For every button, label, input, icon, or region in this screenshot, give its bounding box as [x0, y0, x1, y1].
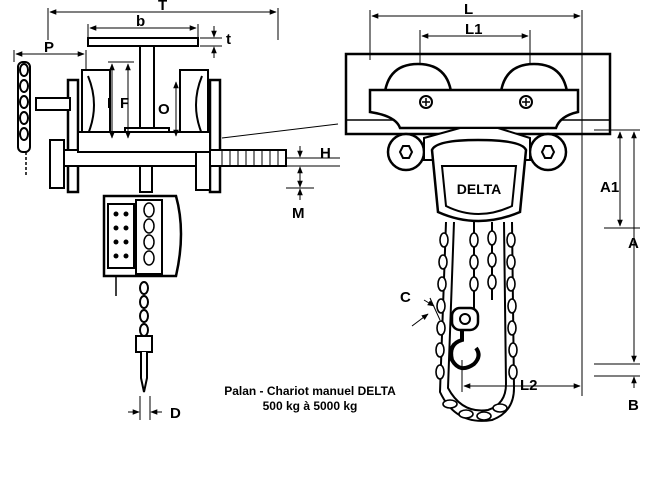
brand-label: DELTA — [457, 181, 502, 197]
dim-label-O: O — [158, 101, 170, 118]
caption-capacity: 500 kg à 5000 kg — [262, 399, 358, 413]
dim-label-L: L — [464, 1, 473, 18]
side-view — [17, 37, 287, 393]
dim-label-A1: A1 — [600, 179, 619, 196]
dim-label-T: T — [158, 0, 167, 14]
dim-label-t: t — [226, 31, 231, 48]
dim-label-I: I — [107, 95, 111, 112]
dim-label-F: F — [120, 95, 129, 112]
dim-label-A: A — [628, 235, 639, 252]
dimension-labels: T b t P I F O H M D L L1 A1 A C L2 B — [44, 0, 639, 422]
dim-label-P: P — [44, 39, 54, 56]
dim-label-L1: L1 — [465, 21, 483, 38]
side-view-dimensions — [13, 8, 340, 420]
caption-title: Palan - Chariot manuel DELTA — [224, 384, 396, 398]
dim-label-H: H — [320, 145, 331, 162]
dim-label-L2: L2 — [520, 377, 538, 394]
dim-label-D: D — [170, 405, 181, 422]
dim-label-B: B — [628, 397, 639, 414]
dim-label-b: b — [136, 13, 145, 30]
dim-label-C: C — [400, 289, 411, 306]
diagram-caption: Palan - Chariot manuel DELTA 500 kg à 50… — [190, 384, 430, 414]
dim-label-M: M — [292, 205, 305, 222]
front-view: DELTA — [344, 52, 612, 422]
front-view-dimensions — [369, 10, 640, 396]
